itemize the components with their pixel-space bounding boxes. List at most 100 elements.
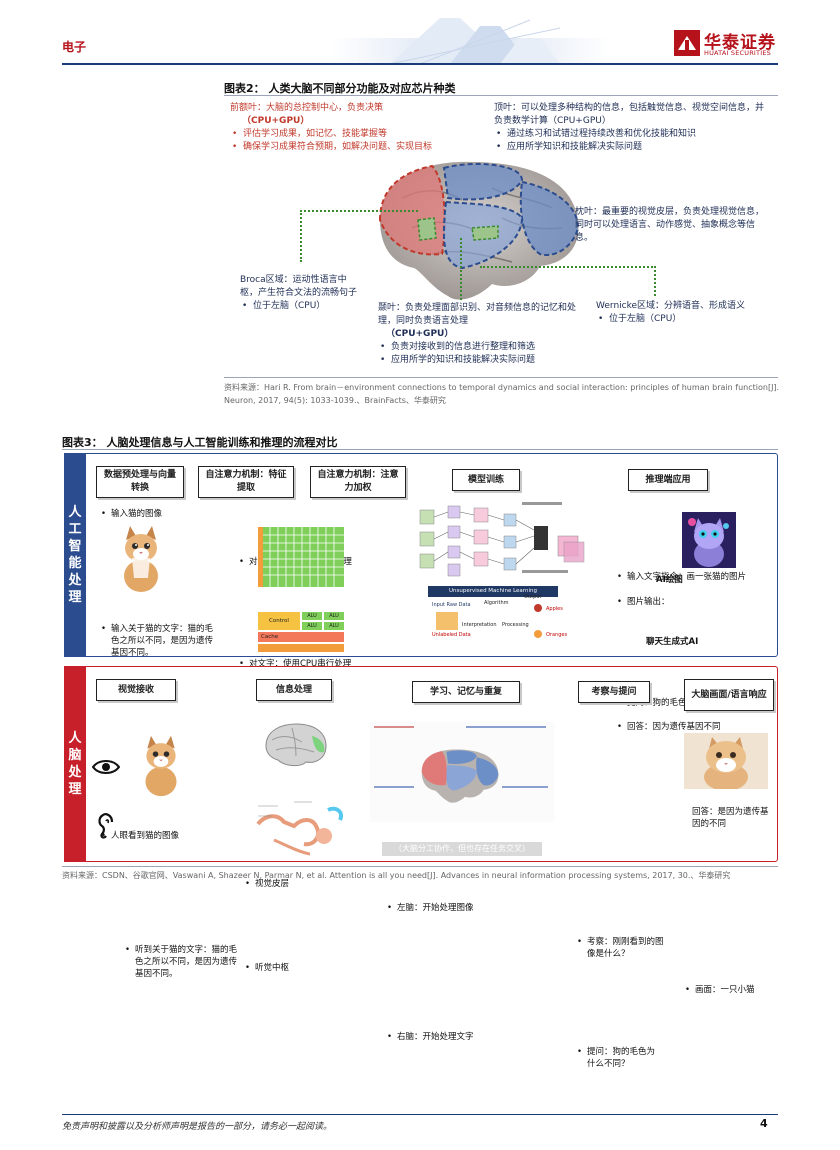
ai-header-training: 模型训练 — [452, 469, 520, 491]
header-rule — [62, 63, 778, 65]
logo-text-en: HUATAI SECURITIES — [704, 49, 771, 57]
ml-input-label: Input Raw Data — [432, 602, 471, 608]
division-note: （大脑分工协作，但也存在任务交叉） — [382, 842, 542, 856]
brain-illustration — [378, 161, 580, 300]
frontal-lobe-bullet: 评估学习成果，如记忆、技能掌握等 — [230, 128, 450, 141]
human-answer: 回答：是因为遗传基因的不同 — [692, 807, 769, 829]
wernicke-note: Wernicke区域：分辨语音、形成语义 位于左脑（CPU） — [596, 300, 746, 326]
ml-flow-diagram: Input Raw Data Unlabeled Data Algorithm … — [432, 594, 582, 646]
kitten-image — [124, 526, 158, 592]
occipital-lobe-note: 枕叶：最重要的视觉皮层，负责处理视觉信息，同时可以处理语言、动作感觉、抽象概念等… — [575, 206, 765, 245]
wernicke-connector-h — [480, 266, 656, 268]
kitten-image — [145, 735, 177, 797]
figure3-title-rule — [62, 449, 778, 450]
human-side-label: 人脑处理 — [68, 731, 82, 797]
human-ask: 提问：狗的毛色为什么不同？ — [576, 1046, 656, 1070]
broca-connector-h — [300, 210, 418, 212]
temporal-lobe-bullet: 应用所学的知识和技能解决实际问题 — [378, 354, 578, 367]
neural-network-diagram — [419, 502, 585, 577]
wernicke-connector-v — [654, 266, 656, 296]
gpu-grid-diagram — [258, 527, 344, 587]
ai-cpu-note: 对文字：使用CPU串行处理 — [238, 658, 388, 670]
sector-label: 电子 — [62, 40, 87, 54]
footer-rule — [62, 1114, 778, 1115]
huatai-logo: 华泰证券 HUATAI SECURITIES — [674, 28, 784, 62]
human-side-bar: 人脑处理 — [64, 666, 86, 862]
cpu-alu-block: ALU — [324, 622, 344, 630]
frontal-lobe-bullet: 确保学习成果符合预期，如解决问题、实现目标 — [230, 141, 450, 154]
human-draw: 画面：一只小猫 — [684, 984, 778, 996]
ai-cat-image — [682, 512, 736, 568]
cpu-diagram: Control ALU ALU ALU ALU Cache — [258, 612, 368, 652]
ear-icon — [98, 813, 114, 839]
huatai-logo-icon — [674, 30, 700, 56]
human-header-exam: 考察与提问 — [578, 681, 650, 703]
ml-algo-label: Algorithm — [484, 600, 509, 606]
cpu-alu-block: ALU — [302, 612, 322, 620]
ai-answer: 回答：因为遗传基因不同 — [616, 721, 776, 733]
ml-interp-label: Interpretation — [462, 622, 497, 628]
ai-side-label: 人工智能处理 — [68, 505, 82, 605]
frontal-lobe-chip: （CPU+GPU） — [242, 116, 310, 126]
ai-header-feature: 自注意力机制：特征提取 — [198, 466, 294, 498]
ml-caption: Unsupervised Machine Learning — [428, 586, 558, 597]
brain-mini-figure — [370, 722, 554, 822]
figure2-bottom-rule — [224, 377, 778, 378]
temporal-lobe-title: 颞叶：负责处理面部识别、对音频信息的记忆和处理，同时负责语言处理 — [378, 303, 577, 326]
footer-disclaimer: 免责声明和披露以及分析师声明是报告的一部分，请务必一起阅读。 — [62, 1122, 333, 1132]
ai-input-image: 输入猫的图像 — [100, 508, 210, 520]
broca-note: Broca区域：运动性语言中枢，产生符合文法的流畅句子 位于左脑（CPU） — [240, 274, 364, 313]
figure2-title-rule — [224, 95, 778, 96]
ai-question: 提问：狗的毛色为什么不同？ — [616, 697, 776, 709]
ai-infer-image: 图片输出： — [616, 596, 776, 608]
frontal-lobe-title: 前额叶：大脑的总控制中心，负责决策 — [230, 103, 384, 113]
visual-cortex-label: 视觉皮层 — [244, 878, 344, 890]
auditory-center-label: 听觉中枢 — [244, 962, 344, 974]
temporal-lobe-bullet: 负责对接收到的信息进行整理和筛选 — [378, 341, 578, 354]
parietal-lobe-title: 顶叶：可以处理多种结构的信息，包括触觉信息、视觉空间信息，并负责数学计算（CPU… — [494, 103, 765, 126]
header-decoration — [330, 18, 610, 64]
ml-apple-label: Apples — [546, 606, 563, 612]
frontal-lobe-note: 前额叶：大脑的总控制中心，负责决策 （CPU+GPU） 评估学习成果，如记忆、技… — [230, 102, 450, 154]
mini-parietal-note — [466, 726, 546, 752]
cpu-cache-block: Cache — [258, 632, 344, 642]
ai-input-text: 输入关于猫的文字：猫的毛色之所以不同，是因为遗传基因不同。 — [100, 623, 220, 659]
cpu-alu-block: ALU — [324, 612, 344, 620]
parietal-lobe-bullet: 通过练习和试错过程持续改善和优化技能和知识 — [494, 128, 764, 141]
parietal-lobe-note: 顶叶：可以处理多种结构的信息，包括触觉信息、视觉空间信息，并负责数学计算（CPU… — [494, 102, 764, 154]
right-brain-label: 右脑：开始处理文字 — [386, 1031, 546, 1043]
ml-unlabeled-label: Unlabeled Data — [432, 632, 471, 638]
mini-wernicke-note — [502, 786, 548, 806]
chat-ai-label: 聊天生成式AI — [646, 637, 699, 647]
ai-header-preprocess: 数据预处理与向量转换 — [96, 466, 184, 498]
cpu-alu-block: ALU — [302, 622, 322, 630]
parietal-lobe-bullet: 应用所学知识和技能解决实际问题 — [494, 141, 764, 154]
figure3-bottom-rule — [62, 866, 778, 867]
mini-frontal-note — [374, 726, 414, 754]
page-number: 4 — [760, 1117, 768, 1130]
eye-icon — [92, 760, 120, 774]
ml-proc-label: Processing — [502, 622, 529, 628]
occipital-lobe-title: 枕叶：最重要的视觉皮层，负责处理视觉信息，同时可以处理语言、动作感觉、抽象概念等… — [575, 207, 765, 243]
broca-title: Broca区域：运动性语言中枢，产生符合文法的流畅句子 — [240, 275, 358, 298]
mini-brain-illustration — [421, 749, 499, 803]
figure3-source: 资料来源：CSDN、谷歌官网、Vaswani A, Shazeer N, Par… — [62, 871, 731, 880]
ai-drawing-label: AI绘图 — [656, 575, 683, 585]
figure3-title: 图表3： 人脑处理信息与人工智能训练和推理的流程对比 — [62, 436, 338, 449]
human-header-info: 信息处理 — [256, 679, 332, 701]
broca-connector-v — [300, 210, 302, 262]
cpu-dram-block — [258, 644, 344, 652]
ml-output-label: Output — [524, 594, 542, 600]
human-exam: 考察：刚刚看到的图像是什么？ — [576, 936, 668, 960]
figure2-title: 图表2： 人类大脑不同部分功能及对应芯片种类 — [224, 82, 456, 95]
human-see: 人眼看到猫的图像 — [100, 830, 240, 842]
auditory-system-diagram — [256, 801, 343, 856]
visual-cortex-brain — [265, 723, 327, 767]
figure2-source: 资料来源：Hari R. From brain－environment conn… — [224, 383, 780, 405]
orange-icon — [534, 630, 542, 638]
apple-icon — [534, 604, 542, 612]
ai-infer-command: 输入文字指令：画一张猫的图片 — [616, 571, 776, 583]
brain-cat-image — [684, 733, 768, 789]
ml-orange-label: Oranges — [546, 632, 568, 638]
human-hear: 听到关于猫的文字：猫的毛色之所以不同，是因为遗传基因不同。 — [124, 944, 242, 980]
